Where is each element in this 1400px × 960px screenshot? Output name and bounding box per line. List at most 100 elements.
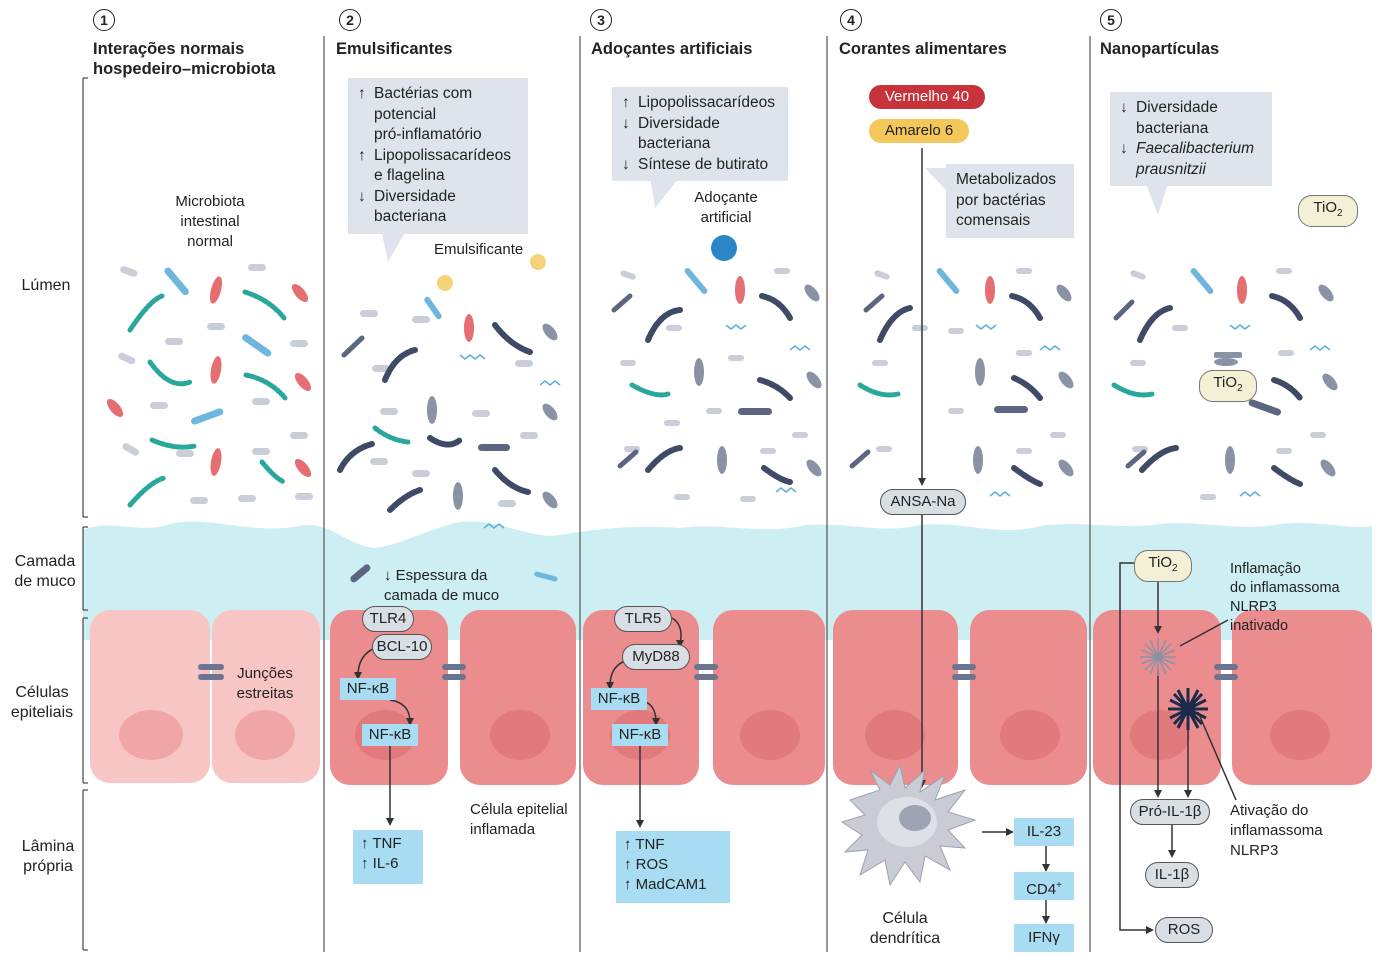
- arrow-glyph: [622, 134, 638, 155]
- row-label-epithelial: Células epiteliais: [2, 683, 82, 723]
- inactive-inflammasome-label: Inflamação do inflamassoma NLRP3 inativa…: [1230, 560, 1340, 636]
- tio2-label-lumen: TiO2: [1199, 370, 1257, 402]
- callout-text: e flagelina: [374, 167, 445, 184]
- panel-title-1: Interações normais hospedeiro–microbiota: [93, 39, 275, 79]
- callout-text: Lipopolissacarídeos: [374, 146, 512, 164]
- tight-junctions: [198, 664, 1238, 680]
- tio2-subscript: 2: [1237, 383, 1243, 394]
- callout-text: prausnitzii: [1136, 160, 1206, 178]
- panel-number-1: 1: [93, 9, 115, 31]
- callout-line: bacteriana: [1120, 119, 1262, 140]
- callout-line: ↓ Diversidade: [1120, 98, 1262, 119]
- nfkb-box-2: NF-κB: [612, 724, 668, 746]
- callout-text: Síntese de butirato: [638, 155, 769, 173]
- sweetener-label-line2: artificial: [700, 209, 752, 226]
- nfkb-box-2: NF-κB: [362, 724, 418, 746]
- tight-junction-label-line1: Junções: [237, 665, 293, 682]
- panel5-arrows: [1119, 562, 1237, 931]
- callout-line: ↑Lipopolissacarídeos: [622, 93, 778, 114]
- callout-line: bacteriana: [622, 134, 778, 155]
- row-label-mucus-line2: de muco: [14, 573, 76, 590]
- panel4-arrowheads: [918, 478, 1050, 924]
- dendritic-label-line2: dendrítica: [869, 930, 941, 947]
- pro-il1b-box: Pró-IL-1β: [1130, 799, 1210, 825]
- sweetener-label-line1: Adoçante: [694, 189, 758, 206]
- callout-text: bacteriana: [374, 208, 447, 225]
- il23-box: IL-23: [1014, 818, 1074, 846]
- callout-text: comensais: [956, 212, 1031, 229]
- inflamed-label-line1: Célula epitelial: [470, 801, 568, 818]
- callout-line: ↓Diversidade: [358, 187, 518, 208]
- callout-line: ↓Faecalibacterium: [1120, 139, 1262, 160]
- red-40-dye: Vermelho 40: [869, 85, 985, 109]
- panel4-arrows: [921, 148, 1047, 918]
- callout-text: Faecalibacterium: [1136, 140, 1255, 157]
- inflammasome-active: [1168, 688, 1208, 730]
- bacteria-panel2: [337, 254, 561, 583]
- inactive-label-line2: do inflamassoma: [1230, 580, 1340, 596]
- arrow-glyph: [1120, 119, 1136, 140]
- panel3-output-box: ↑ TNF ↑ ROS ↑ MadCAM1: [616, 831, 730, 903]
- callout-text: bacteriana: [1136, 119, 1209, 137]
- bacteria-panel3: [611, 235, 822, 502]
- row-label-mucus-line1: Camada: [14, 553, 76, 570]
- arrow-glyph: ↓: [1120, 99, 1128, 116]
- nfkb-box-1: NF-κB: [340, 678, 396, 700]
- tio2-label-top: TiO2: [1298, 195, 1358, 227]
- callout-text: potencial: [374, 105, 437, 123]
- callout-text: bacteriana: [638, 135, 711, 152]
- mucus-note-line2: camada de muco: [384, 587, 500, 604]
- arrow-glyph: [358, 105, 374, 126]
- microbiota-label-line3: normal: [187, 233, 233, 250]
- arrow-glyph: ↓: [358, 187, 366, 205]
- row-label-epithelial-line1: Células: [15, 684, 69, 701]
- ros-box: ROS: [1155, 917, 1213, 943]
- tight-junction-label-line2: estreitas: [236, 685, 294, 702]
- microbiota-label-line1: Microbiota: [175, 193, 245, 210]
- tio2-text: TiO: [1213, 374, 1238, 391]
- inactive-label-line1: Inflamação: [1230, 561, 1301, 577]
- panel2-arrowheads: [354, 672, 414, 826]
- callout-text: Diversidade: [1136, 99, 1218, 116]
- cd4-text: CD4: [1026, 881, 1057, 898]
- inflamed-cell-label: Célula epitelial inflamada: [470, 800, 568, 840]
- row-label-lamina-line1: Lâmina: [21, 838, 75, 855]
- row-label-mucus: Camada de muco: [6, 552, 84, 592]
- emulsifier-callout: ↑Bactérias com potencial pró-inflamatóri…: [348, 78, 528, 234]
- myd88-protein: MyD88: [622, 644, 690, 670]
- nanoparticle-callout: ↓ Diversidade bacteriana ↓Faecalibacteriu…: [1110, 92, 1272, 186]
- callout-text: Diversidade: [638, 114, 720, 132]
- sweetener-label: Adoçante artificial: [684, 188, 768, 228]
- panel-title-2: Emulsificantes: [336, 40, 453, 58]
- row-label-lumen: Lúmen: [21, 277, 71, 294]
- dendritic-label-line1: Célula: [882, 910, 928, 927]
- bacteria-panel4: [849, 268, 1074, 500]
- callout-line: ↑Lipopolissacarídeos: [358, 146, 518, 167]
- output-line: ↑ ROS: [624, 856, 669, 873]
- ansa-na-metabolite: ANSA-Na: [880, 489, 966, 515]
- dye-callout: Metabolizados por bactérias comensais: [946, 164, 1074, 238]
- microbiota-label: Microbiota intestinal normal: [160, 192, 260, 252]
- tlr5-receptor: TLR5: [614, 606, 672, 632]
- arrow-glyph: ↓: [622, 155, 630, 173]
- sweetener-callout: ↑Lipopolissacarídeos ↓ Diversidade bacter…: [612, 87, 788, 181]
- bcl10-protein: BCL-10: [372, 634, 432, 660]
- row-label-epithelial-line2: epiteliais: [10, 704, 74, 721]
- callout-line: pró-inflamatório: [358, 125, 518, 146]
- tio2-particle-cluster: [1214, 352, 1242, 358]
- arrow-glyph: ↑: [358, 85, 366, 102]
- panel-title-3: Adoçantes artificiais: [591, 40, 753, 58]
- callout-line: prausnitzii: [1120, 160, 1262, 181]
- panel-separators: [323, 36, 1091, 952]
- emulsifier-label: Emulsificante: [434, 241, 524, 258]
- dendritic-cell-label: Célula dendrítica: [862, 909, 948, 949]
- nfkb-box-1: NF-κB: [591, 688, 647, 710]
- panel-title-1-line2: hospedeiro–microbiota: [93, 60, 276, 78]
- output-line: ↑ TNF: [361, 835, 402, 852]
- panel-number-5: 5: [1100, 9, 1122, 31]
- tight-junction-label: Junções estreitas: [232, 664, 298, 704]
- dendritic-cell: [840, 763, 977, 887]
- ifn-gamma-box: IFNγ: [1014, 924, 1074, 952]
- panel-title-4: Corantes alimentares: [839, 40, 1007, 58]
- tlr4-receptor: TLR4: [362, 606, 414, 632]
